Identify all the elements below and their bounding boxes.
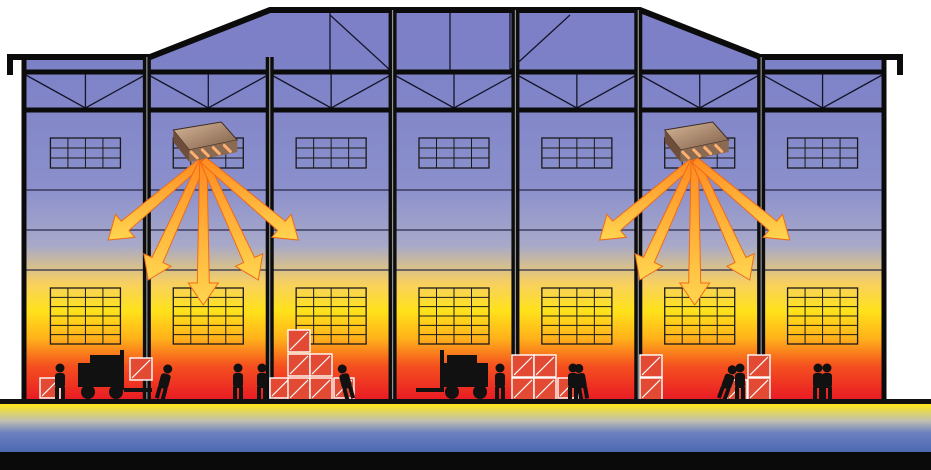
crate (640, 378, 662, 400)
worker-torso (822, 373, 832, 388)
roof-gable-fill (150, 10, 760, 57)
worker-head (234, 364, 243, 373)
worker-torso (257, 373, 267, 388)
crate (288, 354, 310, 376)
foundation (0, 452, 931, 470)
worker-head (496, 364, 505, 373)
worker-torso (495, 373, 505, 388)
crate (534, 355, 556, 377)
crate (512, 355, 534, 377)
worker-leg (61, 387, 65, 399)
worker-leg (813, 387, 817, 399)
worker-leg (233, 387, 237, 399)
worker-head (823, 364, 832, 373)
worker-leg (263, 387, 267, 399)
crate (130, 358, 152, 380)
worker-head (56, 364, 65, 373)
worker-torso (233, 373, 243, 388)
crate (310, 378, 332, 400)
crate (288, 378, 310, 400)
crate (748, 355, 770, 377)
crate (748, 378, 770, 400)
worker-head (736, 364, 745, 373)
worker-torso (735, 373, 745, 388)
worker-leg (568, 387, 572, 399)
worker-leg (257, 387, 261, 399)
worker-torso (55, 373, 65, 388)
worker-torso (813, 373, 823, 388)
crate (512, 378, 534, 400)
floor-slab (0, 399, 931, 404)
crate (270, 378, 290, 398)
worker-leg (735, 387, 739, 399)
crate (288, 330, 310, 352)
worker-leg (828, 387, 832, 399)
worker-leg (55, 387, 59, 399)
worker-leg (495, 387, 499, 399)
crate (640, 355, 662, 377)
floor (0, 399, 931, 470)
worker-leg (822, 387, 826, 399)
worker-leg (741, 387, 745, 399)
worker-leg (501, 387, 505, 399)
crate (310, 354, 332, 376)
worker-head (258, 364, 267, 373)
crate (534, 378, 556, 400)
worker-head (814, 364, 823, 373)
floor-band (0, 404, 931, 452)
worker-leg (239, 387, 243, 399)
